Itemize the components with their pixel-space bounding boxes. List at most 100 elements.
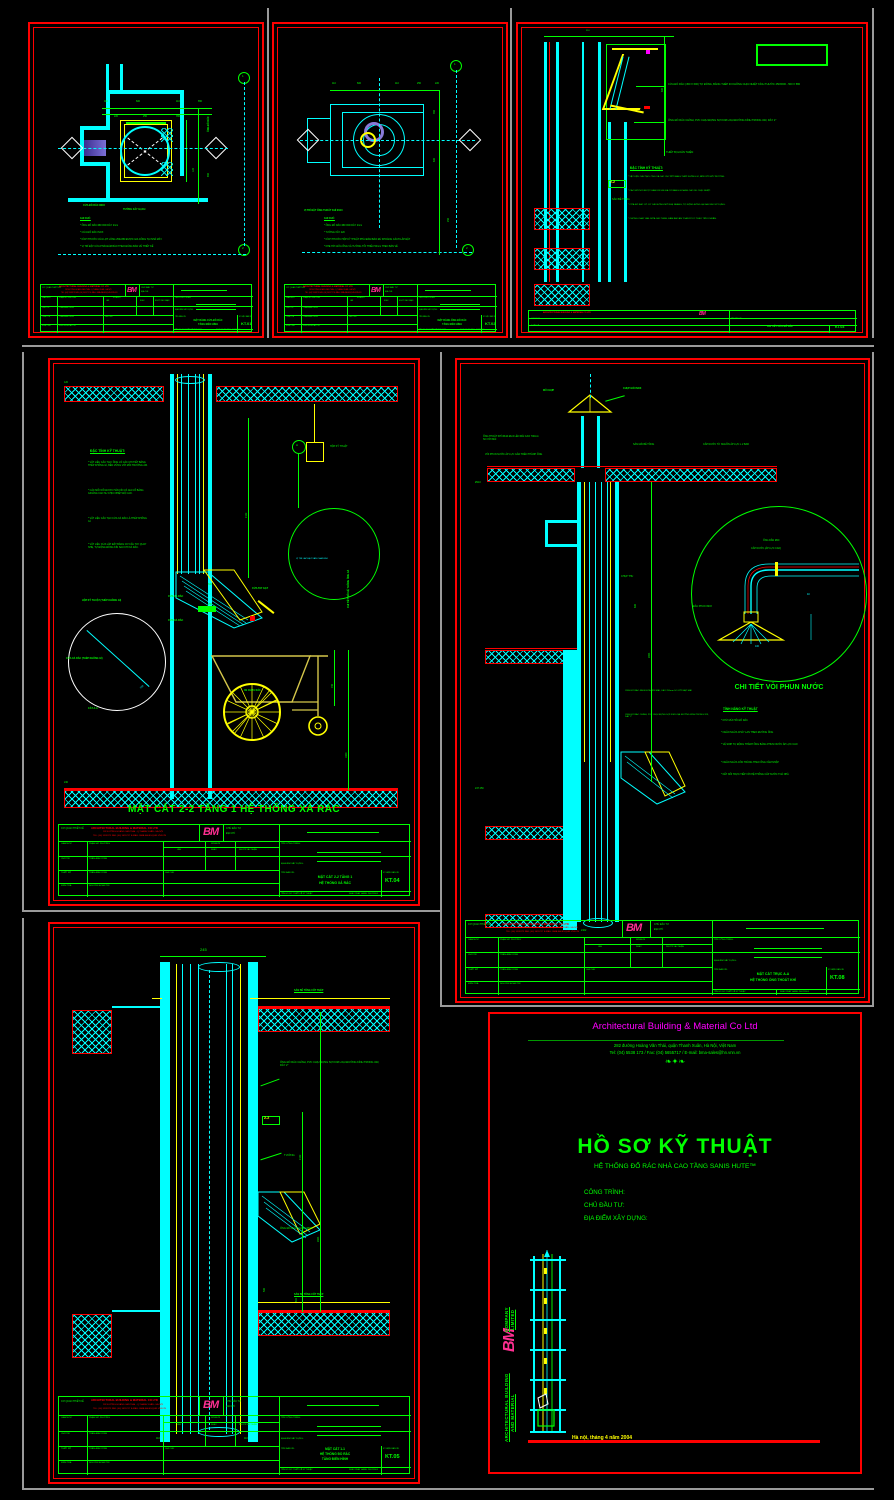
dim-label: 110 [395, 82, 399, 85]
sheet-kt03[interactable]: 2-2 CỬA ĐỔ RÁC (450 X 600) TỰ ĐÓNG, BẰNG… [516, 22, 868, 338]
note-line: * VỆ SINH TỰ ĐỘNG THÀNH ỐNG BẰNG PHUN NƯ… [721, 743, 798, 746]
note-line: * VẬT LIỆU CẤU TẠO: ỐNG VÀ CÁC CHI TIẾT … [628, 176, 725, 178]
tb-label-company: CƠ QUAN THIẾT KẾ [42, 287, 61, 289]
sheet-kt05[interactable]: 245 SÀN BÊ TÔNG CỐT THÉP SÀN BÊ TÔNG CỐT… [48, 922, 420, 1484]
tb-label-diadiem: ĐỊA ĐIỂM XÂY DỰNG: [714, 960, 737, 962]
detail-title: CHI TIẾT VÒI PHUN NƯỚC [734, 684, 824, 691]
dim-label: 250 [143, 115, 147, 118]
dim-line-top [330, 90, 440, 91]
chute-inner-4 [607, 482, 608, 922]
tb-company-name: ARCHITECTURAL BUILDING & MATERIAL CO LTD [303, 286, 353, 288]
dim-label: 600 [661, 88, 664, 92]
dim-line-top2 [102, 114, 212, 115]
floor-slab-left [485, 650, 569, 664]
ceiling-slab-left [64, 386, 164, 402]
tb-label-tencongtrinh: TÊN CÔNG TRÌNH: [714, 938, 734, 941]
dim-line-top [160, 956, 266, 957]
tb-col: NGÀY [384, 301, 389, 302]
ornament-icon: ❧✦❧ [664, 1057, 686, 1066]
tb-name: TRẦN ANH DŨNG [89, 858, 108, 860]
nozzle-label: ỐNG DẪN Ø20 [763, 539, 780, 542]
grid-bubble-label: 1 [242, 74, 244, 78]
cover-field-diadiem: ĐỊA ĐIỂM XÂY DỰNG: [584, 1215, 648, 1222]
title-block: CƠ QUAN THIẾT KẾ ARCHITECTURAL BUILDING … [58, 1396, 411, 1475]
tb-col: NGƯỜI XÁC NHẬN [399, 301, 414, 302]
sheet-kt02[interactable]: 1 2 110 600 110 250 220 350 600 250 VỊ T… [272, 22, 508, 338]
tb-drawing-title-1: CHI TIẾT CỬA ĐỔ RÁC [766, 325, 794, 328]
chute-wall-mid [598, 42, 601, 282]
sheet-kt04[interactable]: CẮT A-A CỬA XẢ RÁC (THÉP KHÔNG GỈ) HỘP K… [48, 358, 420, 960]
chute-wall-right [208, 374, 212, 799]
pipe-wall-right [120, 64, 123, 90]
cover-address: 282 đường Hoàng Văn Thái, quận Thanh Xuâ… [613, 1043, 737, 1048]
dim-label: 600 [357, 82, 361, 85]
note-line: * TƯỜNG XÂY 220 [324, 231, 345, 234]
title-block: CƠ QUAN THIẾT KẾ ARCHITECTURAL BUILDING … [58, 824, 411, 897]
chute-liner-left [176, 964, 177, 1434]
tb-label-diadiem: ĐỊA ĐIỂM XÂY DỰNG: [175, 309, 194, 311]
branch-duct-side [545, 520, 548, 546]
tb-name: NGUYỄN ĐOÀN TRÍ [59, 325, 76, 327]
dim-line-right2 [186, 120, 187, 182]
dim-label: 600 [433, 158, 436, 162]
dim-label: 40 [807, 593, 810, 596]
tb-col: NGƯỜI XÁC NHẬN [155, 301, 170, 302]
note-line: * CỬA ĐỔ RÁC INOX [80, 231, 104, 234]
grid-bubble [462, 244, 474, 256]
chute-wall-left [577, 482, 581, 922]
chute-centre-guide [582, 42, 584, 282]
tb-drawing-title-2: HỆ THỐNG XẢ RÁC [319, 881, 351, 885]
floor-line [64, 788, 398, 790]
hatch-wedge-bottom [161, 162, 173, 176]
sheet-cover[interactable]: Architectural Building & Material Co Ltd… [488, 1012, 862, 1474]
sheet-border-outer [48, 358, 420, 906]
sheet-kt08[interactable]: MŨ CHỤP CHỤP GIÓ INOX ỐNG THOÁT KHÍ Ø110… [455, 358, 870, 1003]
vent-stack-left [581, 416, 584, 468]
tb-label-tenbanve: TÊN BẢN VẼ: [175, 315, 187, 318]
dim-line [320, 1012, 321, 1312]
tb-label-tenbanve: TÊN BẢN VẼ: [714, 969, 728, 971]
vent-axis [590, 374, 591, 398]
tb-label-ghichu: GHI CHÚ [586, 969, 596, 971]
sheet-gutter-v3 [872, 8, 874, 338]
leader-label: CỬA XẢ RÁC [168, 595, 184, 598]
tb-name: PHẠM HỒ PHƯƠNG [89, 1417, 110, 1419]
tb-role: CHỦ TRÌ [61, 1433, 70, 1435]
tb-label-tencongtrinh: TÊN CÔNG TRÌNH: [175, 296, 191, 299]
sheet-kt01[interactable]: 110 600 110 650 220 250 350 120 650 1 2 … [28, 22, 264, 338]
chute-bottom-ellipse [198, 1427, 240, 1437]
cap-label-2: CHỤP GIÓ INOX [623, 387, 642, 390]
tb-label-sualoi: SỬA ĐỔI [211, 1416, 221, 1419]
tb-role: KIỂM TRA [286, 325, 295, 327]
detail-label: CỬA XẢ RÁC (THÉP KHÔNG GỈ) [66, 657, 103, 660]
chute-door-assembly [619, 750, 691, 806]
wall-branch-top [307, 118, 330, 119]
tb-drawing-title-2: TẦNG ĐIỂN HÌNH [198, 323, 218, 326]
chute-inner-3 [198, 964, 199, 1434]
tb-role: GIÁM ĐỐC [42, 297, 52, 299]
bm-logo: BM [203, 1399, 219, 1411]
notes-header: ĐẶC TÍNH KỸ THUẬT: [630, 166, 663, 170]
notes-header: ĐẶC TÍNH KỸ THUẬT: [90, 449, 126, 453]
tb-label-chudautu: CHỦ ĐẦU TƯ [226, 1399, 242, 1403]
label-text: VÒI PHUN NƯỚC ÁP LỰC GẮN TRÊN THÀNH ỐNG [485, 453, 543, 456]
tb-name: NGUYỄN ĐOÀN TRÍ [89, 885, 110, 887]
tb-label-diachi: ĐỊA CHỈ: [654, 928, 664, 931]
cart-label: XE CHỨA RÁC [244, 689, 261, 692]
dim-label: Ø110 [475, 481, 481, 484]
callout-text: ỐNG ĐỔ RÁC Ø600 ĐƯA LÊN MÁI, CAO 700mm S… [625, 690, 692, 692]
tb-label-diachi: ĐỊA CHỈ: [226, 832, 236, 835]
dim-label: 110 [244, 1437, 248, 1440]
tb-role: GIÁM ĐỐC [286, 297, 296, 299]
chute-inner-1 [589, 482, 590, 922]
grid-bubble-label: 1 [454, 62, 456, 66]
tb-drawing-title-1: MẶT CẮT TRỤC A-A [756, 972, 790, 976]
dim-label: 110 [176, 100, 180, 103]
chute-circle-outer [120, 126, 170, 176]
sheet-border-outer [488, 1012, 862, 1474]
note-line: * VỊ TRÍ ĐẶT CỬA PHẢI ĐẢM BẢO THEO ĐÚNG … [80, 245, 154, 248]
tb-company-contact: TEL: (04) 5538173 FAX: (04) 5655717 E-MA… [305, 291, 362, 294]
section-tag-label: 2-2 [610, 180, 615, 184]
tb-label-ghichu: GHI CHÚ [165, 1448, 175, 1450]
note-line: * CÁC MỐI NỐI ĐƯỢC HÀN KÍN VÀ GIA CỐ BẰN… [628, 190, 711, 192]
